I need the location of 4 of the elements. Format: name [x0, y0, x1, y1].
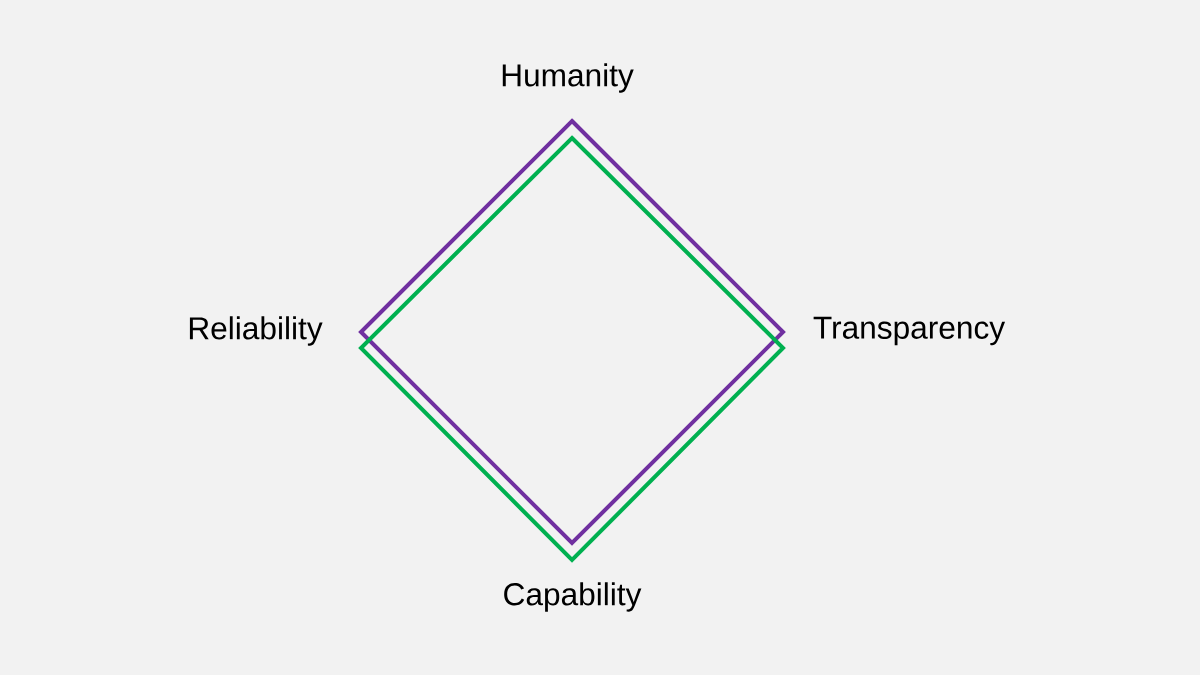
- label: Transparency: [813, 316, 1006, 346]
- label: Humanity: [502, 63, 634, 93]
- label: Capability: [504, 582, 642, 612]
- label: Reliability: [189, 316, 323, 346]
